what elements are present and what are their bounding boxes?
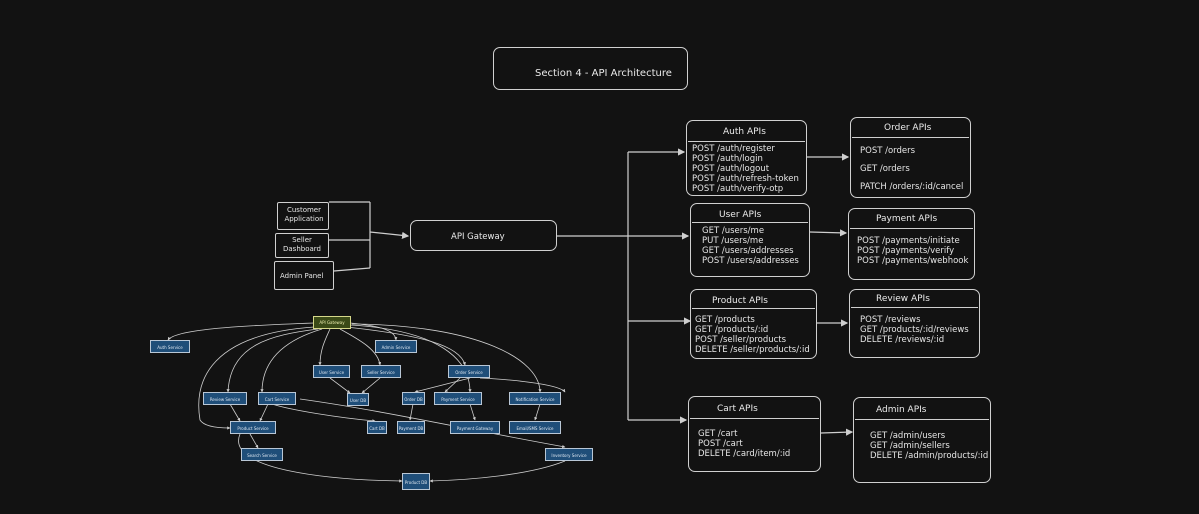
payment-apis-title: Payment APIs <box>876 214 938 224</box>
payment-endpoint-2: POST /payments/verify <box>857 246 955 256</box>
user-endpoint-2: PUT /users/me <box>702 236 764 246</box>
order-endpoint-2: GET /orders <box>860 164 910 174</box>
mini-payment-db: Payment DB <box>397 421 425 434</box>
cart-endpoint-3: DELETE /card/item/:id <box>698 449 791 459</box>
client-admin-panel <box>274 261 334 290</box>
auth-endpoint-5: POST /auth/verify-otp <box>692 184 784 194</box>
mini-user-db: User DB <box>347 393 369 406</box>
cart-apis-box <box>688 396 821 472</box>
mini-email-sms-service: Email/SMS Service <box>509 421 561 434</box>
user-apis-divider <box>692 222 808 223</box>
review-apis-title: Review APIs <box>876 294 930 304</box>
mini-inventory-service: Inventory Service <box>545 448 593 461</box>
mini-product-service: Product Service <box>230 421 276 434</box>
payment-endpoint-3: POST /payments/webhook <box>857 256 969 266</box>
product-endpoint-1: GET /products <box>695 315 755 325</box>
product-apis-title: Product APIs <box>712 296 768 306</box>
client-admin-panel-label: Admin Panel <box>280 272 324 280</box>
product-endpoint-2: GET /products/:id <box>695 325 769 335</box>
admin-apis-title: Admin APIs <box>876 405 927 415</box>
order-apis-title: Order APIs <box>884 123 932 133</box>
review-endpoint-1: POST /reviews <box>860 315 921 325</box>
cart-endpoint-2: POST /cart <box>698 439 743 449</box>
mini-payment-gateway: Payment Gateway <box>450 421 500 434</box>
product-endpoint-3: POST /seller/products <box>695 335 787 345</box>
review-apis-box <box>849 289 980 358</box>
order-endpoint-3: PATCH /orders/:id/cancel <box>860 182 964 192</box>
auth-apis-title: Auth APIs <box>723 127 766 137</box>
order-apis-divider <box>852 137 969 138</box>
mini-seller-service: Seller Service <box>361 365 401 378</box>
payment-apis-box <box>848 208 975 280</box>
user-endpoint-1: GET /users/me <box>702 226 765 236</box>
mini-search-service: Search Service <box>241 448 283 461</box>
admin-apis-divider <box>855 419 989 420</box>
mini-cart-db: Cart DB <box>367 421 387 434</box>
user-endpoint-3: GET /users/addresses <box>702 246 794 256</box>
mini-cart-service: Cart Service <box>258 392 296 405</box>
mini-payment-service: Payment Service <box>434 392 482 405</box>
client-seller-dashboard-label: Seller Dashboard <box>283 236 321 253</box>
mini-notification-service: Notification Service <box>509 392 561 405</box>
admin-endpoint-1: GET /admin/users <box>870 431 946 441</box>
mini-api-gateway: API Gateway <box>313 316 351 329</box>
admin-endpoint-2: GET /admin/sellers <box>870 441 950 451</box>
api-gateway-label: API Gateway <box>451 232 505 242</box>
review-apis-divider <box>851 307 978 308</box>
mini-order-db: Order DB <box>402 392 425 405</box>
product-apis-box <box>690 289 817 359</box>
mini-order-service: Order Service <box>448 365 490 378</box>
cart-endpoint-1: GET /cart <box>698 429 738 439</box>
user-apis-box <box>690 203 810 277</box>
client-seller-dashboard <box>275 233 329 258</box>
auth-endpoint-2: POST /auth/login <box>692 154 763 164</box>
mini-admin-service: Admin Service <box>375 340 417 353</box>
auth-endpoint-3: POST /auth/logout <box>692 164 770 174</box>
mini-user-service: User Service <box>313 365 350 378</box>
product-apis-divider <box>692 308 815 309</box>
mini-review-service: Review Service <box>203 392 247 405</box>
auth-endpoint-4: POST /auth/refresh-token <box>692 174 799 184</box>
section-title: Section 4 - API Architecture <box>535 68 672 79</box>
auth-apis-box <box>686 120 807 196</box>
review-endpoint-2: GET /products/:id/reviews <box>860 325 969 335</box>
client-customer-application <box>277 202 329 230</box>
auth-endpoint-1: POST /auth/register <box>692 144 775 154</box>
mini-product-db: Product DB <box>402 473 430 490</box>
order-endpoint-1: POST /orders <box>860 146 916 156</box>
admin-apis-box <box>853 397 991 483</box>
product-endpoint-4: DELETE /seller/products/:id <box>695 345 810 355</box>
payment-apis-divider <box>850 228 973 229</box>
cart-apis-title: Cart APIs <box>717 404 758 414</box>
api-gateway-node <box>410 220 557 251</box>
review-endpoint-3: DELETE /reviews/:id <box>860 335 945 345</box>
user-endpoint-4: POST /users/addresses <box>702 256 799 266</box>
auth-apis-divider <box>688 141 805 142</box>
cart-apis-divider <box>690 418 819 419</box>
admin-endpoint-3: DELETE /admin/products/:id <box>870 451 989 461</box>
user-apis-title: User APIs <box>719 210 762 220</box>
client-customer-application-label: Customer Application <box>284 206 324 223</box>
payment-endpoint-1: POST /payments/initiate <box>857 236 960 246</box>
order-apis-box <box>850 117 971 198</box>
section-title-box <box>493 47 688 90</box>
mini-auth-service: Auth Service <box>150 340 190 353</box>
